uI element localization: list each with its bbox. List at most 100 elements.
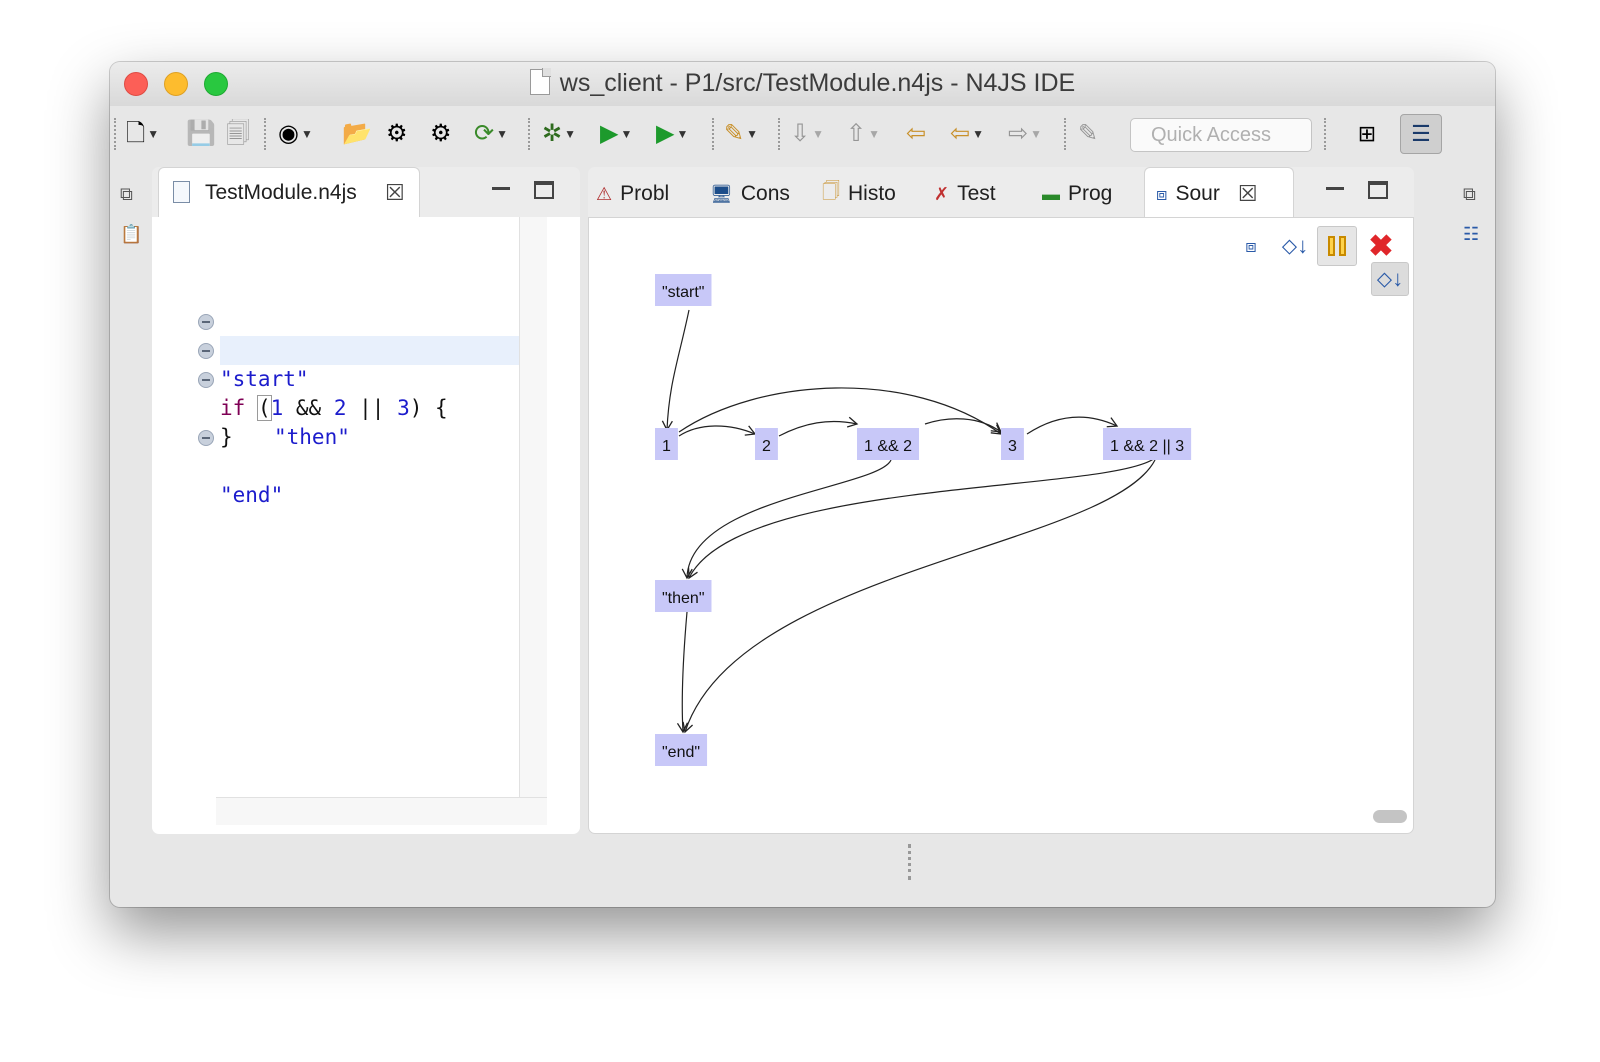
new-button[interactable]: 🗋▼ [126,120,160,147]
project-explorer-icon[interactable]: 📋 [120,224,143,244]
back-button[interactable]: ⇦▼ [950,120,984,147]
graph-node-label: "end" [662,744,700,761]
debug-button[interactable]: ✲▼ [542,120,576,147]
minimize-window-button[interactable] [164,72,188,96]
open-project-icon: 📂 [342,120,372,147]
edge-1-to-2 [678,425,757,437]
save-button[interactable]: 💾 [186,119,216,149]
run-config-button[interactable]: ▶▼ [656,120,689,147]
tab-label: Probl [620,182,670,205]
save-all-button[interactable]: 🗐 [226,119,250,149]
close-tab-icon[interactable]: ☒ [1237,181,1258,206]
sash-grip[interactable] [908,844,912,880]
graph-node-label: "then" [662,590,705,607]
graph-node-end[interactable]: "end" [655,734,708,766]
pin-icon: ✎ [1078,120,1099,147]
zoom-window-button[interactable] [204,72,228,96]
code-number: 3 [397,396,410,420]
layout-button[interactable]: ⧈ [1231,226,1271,266]
graph-node-or[interactable]: 1 && 2 || 3 [1103,428,1192,460]
graph-node-start[interactable]: "start" [655,274,712,306]
user-button[interactable]: ◉▼ [278,120,313,147]
forward-button[interactable]: ⇨▼ [1008,120,1042,147]
tab-problems[interactable]: ⚠ Probl [596,179,669,209]
refresh-button[interactable]: ⟳▼ [474,120,508,147]
toolbar-separator [114,118,117,150]
last-edit-button[interactable]: ⇦ [906,119,926,149]
active-tab-background [1144,167,1294,217]
quick-access-input[interactable]: Quick Access [1130,118,1312,152]
progress-icon: ▬ [1042,183,1060,204]
edge-3-to-or [1026,416,1119,435]
outline-perspective-button[interactable]: ☰ [1400,114,1442,154]
test-icon: ✗ [934,183,950,204]
restore-icon[interactable]: ⧉ [120,184,133,204]
code-string: "then" [274,425,350,449]
debug-icon: ✲ [542,120,563,147]
build-button[interactable]: ⚙ [386,119,408,149]
last-edit-icon: ⇦ [906,120,927,147]
fold-toggle-icon[interactable] [198,372,214,388]
edge-or-to-end [682,459,1156,734]
toolbar-separator [1324,118,1327,150]
run-icon: ▶ [600,120,619,147]
pen-button[interactable]: ✎▼ [724,120,758,147]
fold-toggle-icon[interactable] [198,430,214,446]
code-line: } [152,394,519,449]
tab-test[interactable]: ✗Test [934,179,996,209]
close-window-button[interactable] [124,72,148,96]
graph-node-label: 2 [762,438,771,455]
current-line-highlight [220,336,519,365]
window-title: ws_client - P1/src/TestModule.n4js - N4J… [559,69,1076,97]
close-tab-icon[interactable]: ☒ [385,180,405,205]
open-perspective-button[interactable]: ⊞ [1346,114,1388,154]
maximize-editor-button[interactable] [534,181,554,199]
fold-toggle-icon[interactable] [198,314,214,330]
editor-horizontal-scrollbar[interactable] [216,797,547,825]
graph-node-n2[interactable]: 2 [755,428,778,460]
tab-source-graph[interactable]: ⧈Sour☒ [1156,179,1258,209]
edge-1-to-3 [678,387,1003,435]
open-project-button[interactable]: 📂 [342,119,372,149]
tab-console[interactable]: 🖥Cons [710,179,790,209]
fold-toggle-icon[interactable] [198,343,214,359]
step-into-dropdown-button[interactable]: ⬦↓ [1371,262,1409,296]
pin-button[interactable]: ✎ [1078,119,1098,149]
editor-vertical-scrollbar[interactable] [519,217,547,797]
back-icon: ⇦ [950,120,971,147]
step-button[interactable]: ⬦↓ [1275,226,1315,266]
problems-icon: ⚠ [596,183,613,204]
remove-icon: ✖ [1368,229,1394,263]
code-string: "start" [220,367,309,391]
source-graph-icon: ⧈ [1156,183,1168,204]
restore-icon[interactable]: ⧉ [1463,184,1476,204]
new-icon: 🗋 [126,120,146,147]
prev-annotation-icon: ⇧ [846,120,867,147]
editor-tab[interactable]: TestModule.n4js ☒ [158,167,420,217]
graph-node-label: 3 [1008,438,1017,455]
minimize-editor-button[interactable] [492,187,510,190]
run-button[interactable]: ▶▼ [600,120,633,147]
graph-node-n1[interactable]: 1 [655,428,678,460]
graph-scrollbar-thumb[interactable] [1373,810,1407,823]
tab-history[interactable]: 🗍Histo [822,179,896,209]
code-editor[interactable]: "start" if (1 && 2 || 3) { "then" } "end… [152,217,580,834]
outline-icon[interactable]: ☷ [1463,224,1480,244]
clear-button[interactable]: ✖ [1361,226,1401,266]
main-toolbar: 🗋▼ 💾 🗐 ◉▼ 📂 ⚙ ⚙ ⟳▼ ✲▼ ▶▼ ▶▼ ✎▼ ⇩▼ ⇧▼ ⇦ ⇦… [110,106,1495,162]
minimize-view-button[interactable] [1326,187,1344,190]
code-line: if (1 && 2 || 3) { [152,336,519,421]
run-config-icon: ▶ [656,120,675,147]
build-all-button[interactable]: ⚙ [430,119,452,149]
pause-button[interactable] [1317,226,1357,266]
graph-node-then[interactable]: "then" [655,580,712,612]
graph-node-box [755,428,778,460]
editor-panel: TestModule.n4js ☒ "start" if (1 && 2 || … [152,167,580,834]
tab-progress[interactable]: ▬Prog [1042,179,1112,209]
next-annotation-button[interactable]: ⇩▼ [790,120,824,147]
graph-node-n3[interactable]: 3 [1001,428,1024,460]
maximize-view-button[interactable] [1368,181,1388,199]
prev-annotation-button[interactable]: ⇧▼ [846,120,880,147]
code-keyword: if [220,396,246,420]
graph-node-and12[interactable]: 1 && 2 [857,428,920,460]
